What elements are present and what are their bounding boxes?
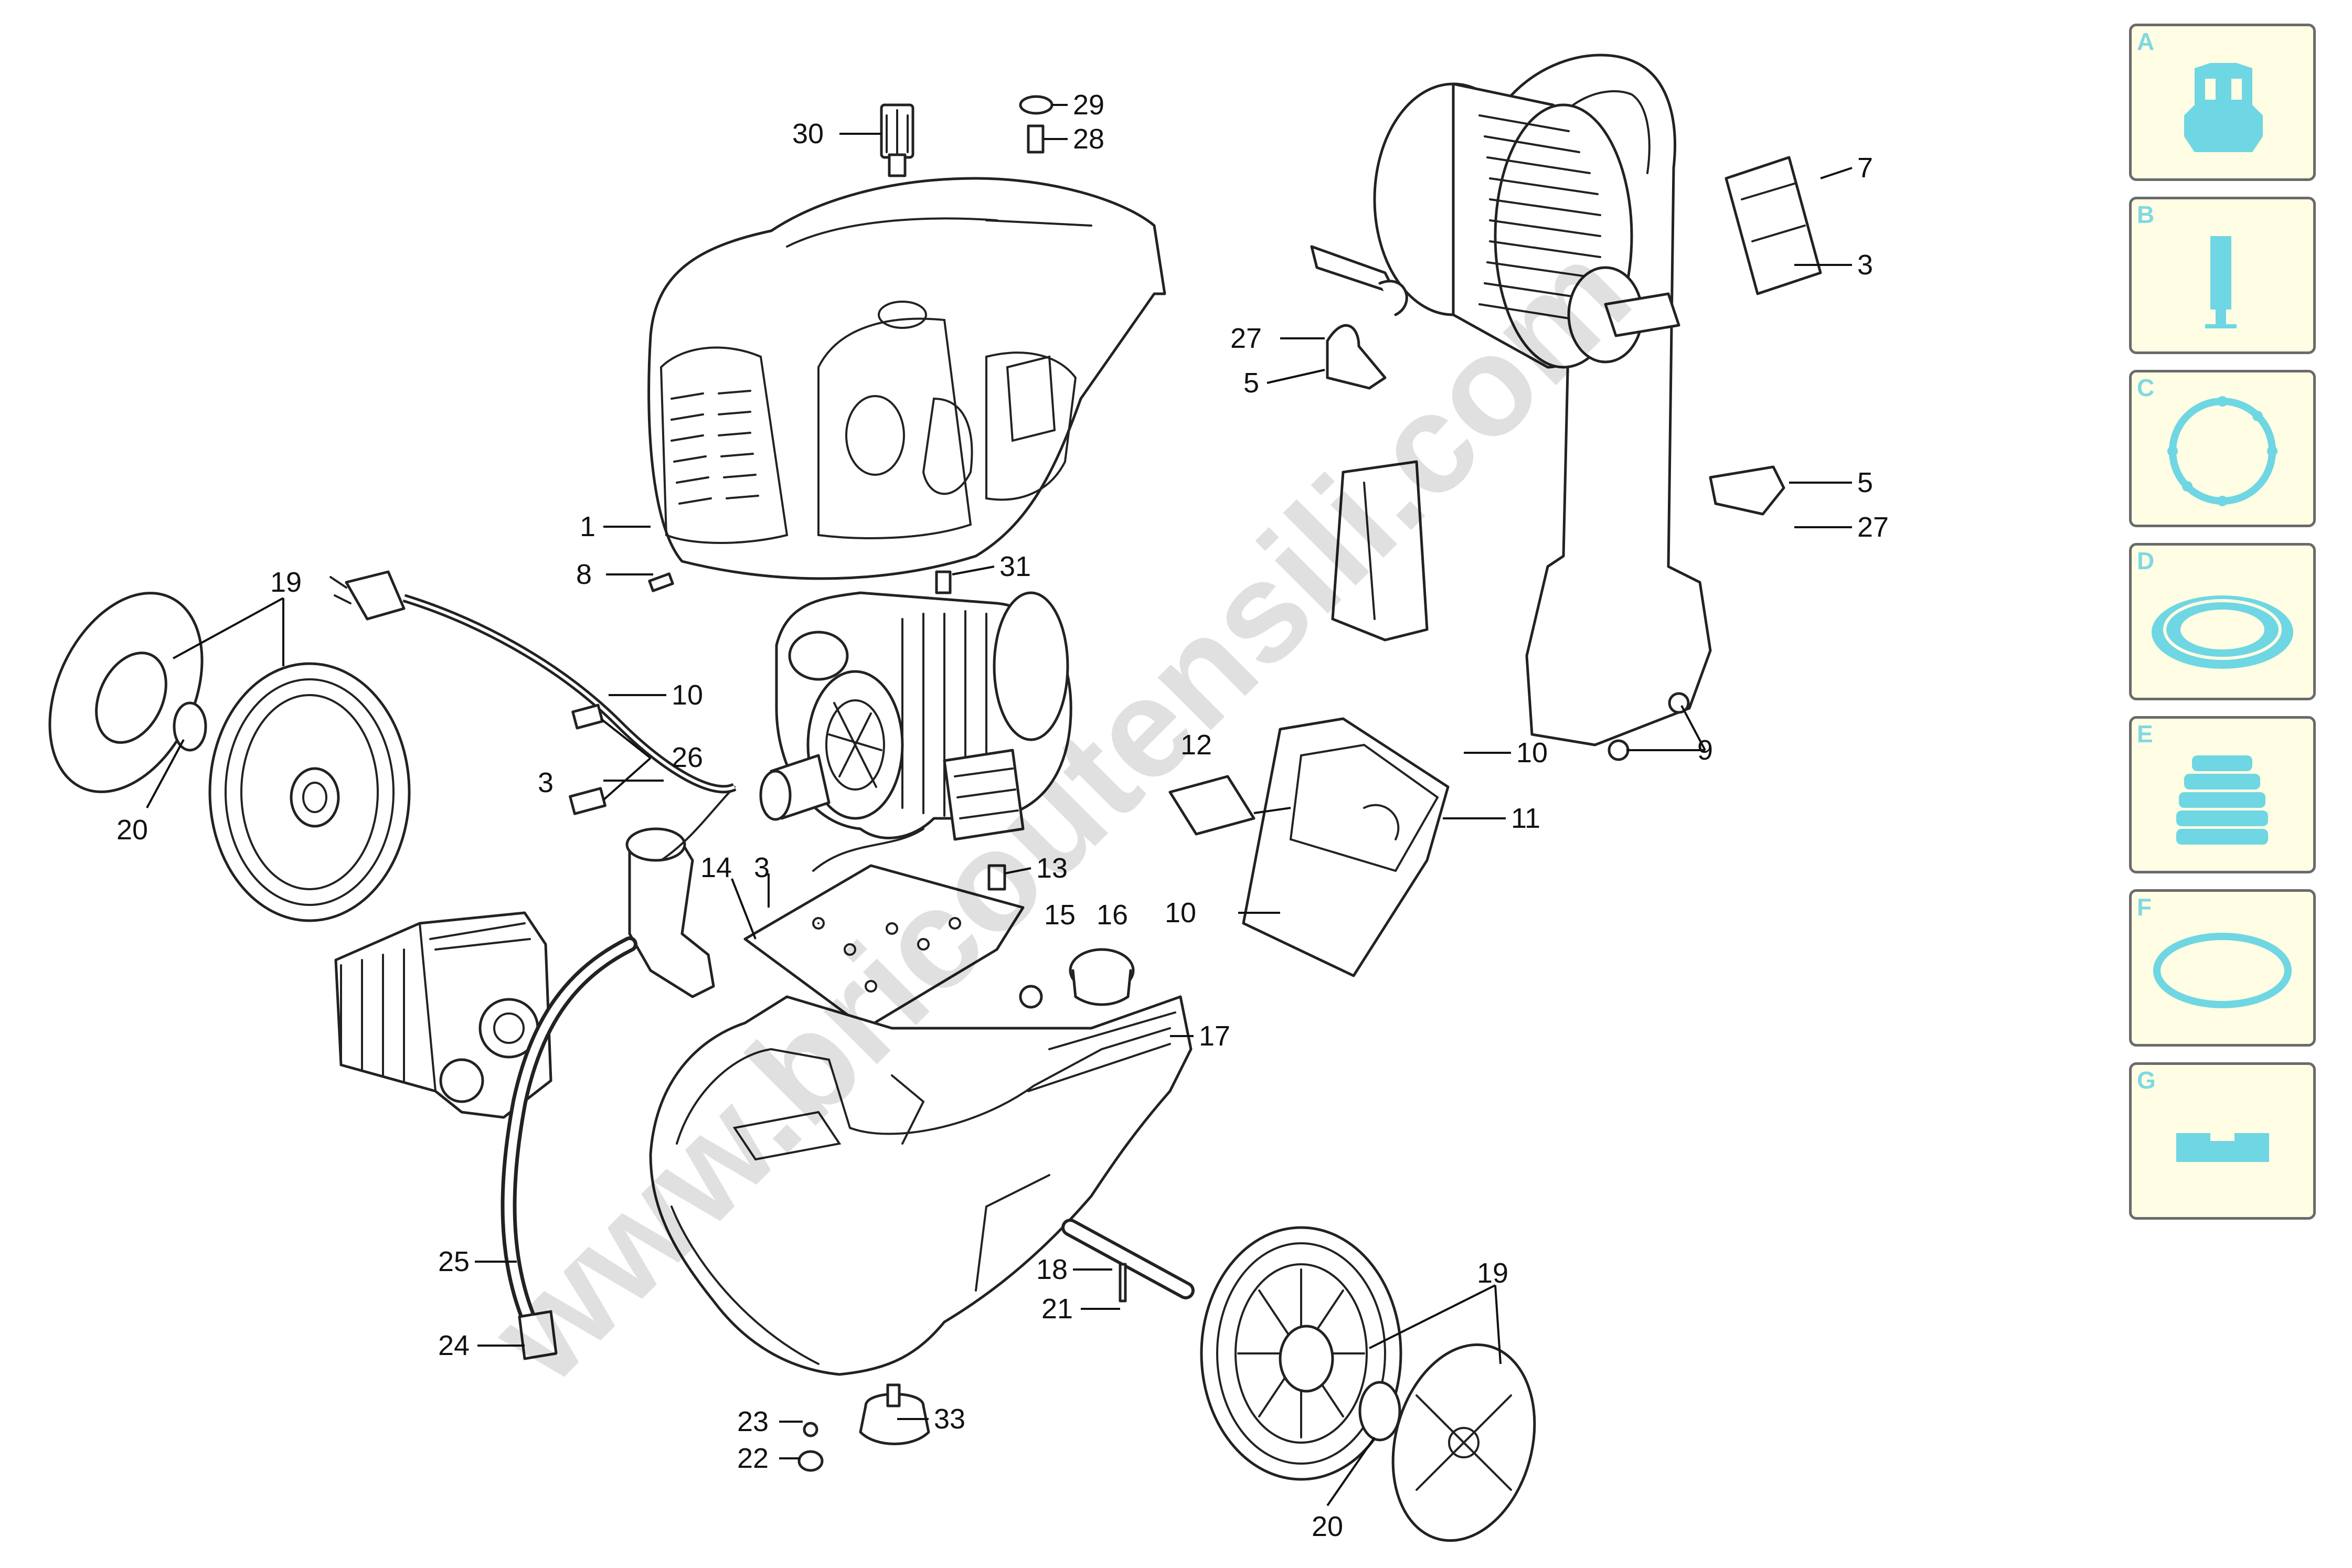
- kit-card-letter: B: [2137, 201, 2155, 228]
- kit-card-d[interactable]: D: [2129, 543, 2316, 700]
- axle: [1061, 1219, 1195, 1299]
- callout-31: 31: [999, 551, 1031, 582]
- o-ring-23: [803, 1422, 818, 1437]
- unloader-valve: [625, 786, 736, 998]
- callout-14: 14: [700, 852, 732, 883]
- pin-21: [1119, 1263, 1127, 1303]
- callout-11: 11: [1511, 803, 1540, 834]
- screw-9: [1608, 739, 1630, 761]
- valve-cap-icon: [2184, 63, 2263, 152]
- callout-labels: 1 8 30 29 28 31 10 26 3 14 3 13 15 16 17…: [116, 89, 1889, 1542]
- left-wheel-cap: [48, 592, 204, 793]
- cord-clamp-26: [569, 787, 606, 815]
- seal-block-icon: [2176, 1133, 2269, 1162]
- kit-card-letter: C: [2137, 374, 2155, 401]
- callout-3-left: 3: [538, 767, 554, 798]
- callout-24: 24: [438, 1330, 470, 1361]
- callout-17: 17: [1199, 1020, 1230, 1052]
- callout-12: 12: [1180, 729, 1212, 761]
- callout-29: 29: [1073, 89, 1104, 121]
- kit-card-letter: A: [2137, 28, 2155, 55]
- callout-33: 33: [934, 1403, 965, 1435]
- cover-vent-grille: [671, 390, 759, 505]
- pressure-knob: [880, 103, 914, 177]
- gasket-ring-icon: [2167, 396, 2277, 506]
- fitting-13: [987, 864, 1006, 891]
- adhesive-pad: [1168, 775, 1255, 836]
- callout-26: 26: [672, 742, 703, 773]
- hose-guide-bracket: [1725, 156, 1822, 295]
- kit-card-a[interactable]: A: [2129, 24, 2316, 181]
- callout-10-left: 10: [672, 679, 703, 711]
- pin-icon: [2205, 236, 2237, 328]
- leader-lines: [146, 104, 1853, 1507]
- kit-card-letter: G: [2137, 1066, 2156, 1094]
- kit-card-f[interactable]: F: [2129, 889, 2316, 1047]
- callout-7: 7: [1857, 152, 1873, 184]
- right-wheel-cap: [1391, 1343, 1536, 1542]
- callout-19-left: 19: [270, 567, 302, 598]
- filler-cap-16: [1069, 948, 1135, 1006]
- callout-3-right: 3: [1857, 249, 1873, 281]
- hose-reel-drum: [1373, 82, 1680, 369]
- seal-ring-icon: [2152, 595, 2293, 669]
- accessory-holder: [1242, 717, 1450, 977]
- callout-30: 30: [792, 118, 824, 150]
- callout-20-left: 20: [116, 814, 148, 846]
- pump-unit: [334, 911, 552, 1119]
- callout-3-mid: 3: [754, 852, 770, 883]
- callout-9: 9: [1697, 734, 1713, 766]
- electric-motor: [759, 591, 1072, 841]
- top-screw-and-cap: [1019, 95, 1053, 154]
- callout-15: 15: [1044, 899, 1076, 931]
- reel-crank-handle: [1310, 245, 1408, 316]
- screw-9b: [1668, 692, 1690, 714]
- kit-card-e[interactable]: E: [2129, 716, 2316, 873]
- kit-card-letter: E: [2137, 720, 2153, 748]
- kit-card-c[interactable]: C: [2129, 370, 2316, 527]
- callout-19-right: 19: [1477, 1257, 1508, 1289]
- rubber-foot: [859, 1383, 930, 1445]
- callout-27-right: 27: [1857, 511, 1889, 543]
- left-wheel: [208, 662, 411, 922]
- bellows-seal-icon: [2176, 755, 2268, 845]
- right-wheel-clip: [1358, 1381, 1401, 1442]
- handle-mount-clips: [1326, 324, 1785, 516]
- callout-10-right-mid: 10: [1165, 897, 1196, 929]
- callout-20-right: 20: [1312, 1511, 1343, 1542]
- drain-plug-22: [797, 1450, 824, 1472]
- kit-card-letter: D: [2137, 547, 2155, 574]
- kit-card-letter: F: [2137, 893, 2152, 921]
- right-wheel: [1200, 1226, 1402, 1481]
- callout-23: 23: [737, 1406, 769, 1437]
- callout-21: 21: [1041, 1293, 1073, 1325]
- base-chassis: [649, 995, 1193, 1376]
- callout-1: 1: [580, 511, 595, 542]
- callout-5-right: 5: [1857, 467, 1873, 498]
- power-cord-plug: [329, 570, 737, 794]
- o-ring-icon: [2153, 933, 2292, 1008]
- kit-card-b[interactable]: B: [2129, 197, 2316, 354]
- high-pressure-hose: [501, 936, 637, 1360]
- left-wheel-clip: [173, 701, 207, 752]
- cord-clamp-26b: [571, 703, 604, 730]
- callout-10-right-top: 10: [1516, 737, 1548, 769]
- callout-25: 25: [438, 1246, 470, 1277]
- callout-16: 16: [1097, 899, 1128, 931]
- screw-8: [648, 572, 674, 592]
- kit-card-g[interactable]: G: [2129, 1062, 2316, 1220]
- callout-22: 22: [737, 1443, 769, 1474]
- callout-18: 18: [1036, 1254, 1068, 1285]
- callout-5-left: 5: [1243, 367, 1259, 399]
- callout-13: 13: [1036, 852, 1068, 884]
- nut-15: [1019, 985, 1043, 1009]
- callout-8: 8: [576, 559, 592, 590]
- callout-27-left: 27: [1230, 323, 1262, 354]
- screw-31: [935, 570, 952, 594]
- top-cover: [647, 177, 1166, 580]
- callout-28: 28: [1073, 123, 1104, 155]
